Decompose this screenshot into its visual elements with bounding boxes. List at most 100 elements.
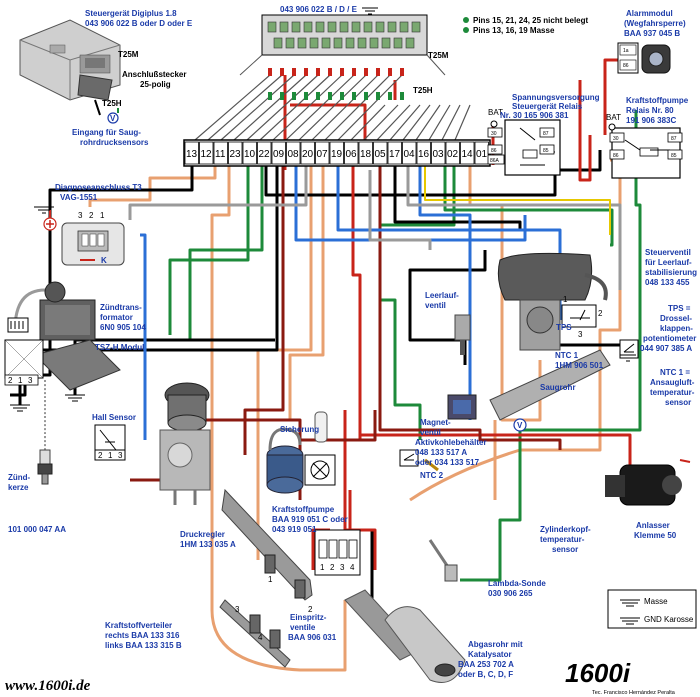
hall-sensor: 2 1 3 <box>94 424 126 461</box>
ecu-pin-label: 14 <box>462 149 474 160</box>
sv-2: für Leerlauf- <box>645 258 692 267</box>
relay2-86: 86 <box>613 153 619 159</box>
ntc2-label: NTC 2 <box>420 471 444 480</box>
t25m-left: T25M <box>118 50 139 59</box>
hall-pin-1: 1 <box>108 451 113 460</box>
inj-block-1: 1 <box>320 563 325 572</box>
saugrohr-label: Saugrohr <box>540 383 576 392</box>
ecu-pin-label: 03 <box>433 149 445 160</box>
v-label-1: V <box>110 114 116 123</box>
tps-sensor: 2 1 3 <box>561 295 603 339</box>
catalytic-converter <box>344 589 466 683</box>
ecu-pin-label: 20 <box>302 149 314 160</box>
legend: Masse GND Karosse <box>607 589 697 629</box>
tps-num-2: 2 <box>598 309 603 318</box>
ecu-pin-box <box>416 141 431 165</box>
zk-2: kerze <box>8 483 29 492</box>
ecu-pin-box <box>402 141 417 165</box>
fuel-pump <box>266 427 304 494</box>
tpsd-2: Drossel- <box>660 314 692 323</box>
ecu-pin-cell: 16 <box>416 141 431 165</box>
ntcd-4: sensor <box>665 398 691 407</box>
relay2-87: 87 <box>671 136 677 142</box>
mv-3: Aktivkohlebehälter <box>415 438 487 447</box>
ecu-pin-label: 13 <box>186 149 198 160</box>
tps-num-3: 3 <box>578 330 583 339</box>
ecu-pin-box <box>300 141 315 165</box>
ecu-pin-label: 18 <box>360 149 372 160</box>
ecu-pin-label: 02 <box>447 149 459 160</box>
alarm-title: Alarmmodul <box>626 9 673 18</box>
relay1-85: 85 <box>543 148 549 154</box>
ecu-pin-label: 09 <box>273 149 285 160</box>
ab-2: Katalysator <box>468 650 512 659</box>
ecu-pin-label: 23 <box>230 149 242 160</box>
relay2-30: 30 <box>613 136 619 142</box>
t25h-top: T25H <box>413 86 433 95</box>
ecu-pin-box <box>344 141 359 165</box>
spv-title: Spannungsversorgung <box>512 93 600 102</box>
ecu-pin-cell: 14 <box>460 141 475 165</box>
top-part: 043 906 022 B / D / E <box>280 5 358 14</box>
ecu-pin-label: 08 <box>288 149 300 160</box>
mv-4: 048 133 517 A <box>415 448 467 457</box>
relay1-pins: 30 87 86 85 86A <box>487 127 555 165</box>
ground-symbols <box>10 7 636 412</box>
ab-1: Abgasrohr mit <box>468 640 523 649</box>
diag-pin-3: 3 <box>78 211 83 220</box>
ecu-pin-box <box>373 141 388 165</box>
ecu-pin-box <box>184 141 199 165</box>
ecu-pin-cell: 10 <box>242 141 257 165</box>
tpsd-5: 044 907 385 A <box>640 344 692 353</box>
relay-fuel-pump: 30 87 86 85 BAT <box>606 113 683 179</box>
sensor-input-v: V <box>107 108 119 124</box>
ecu-pin-cell: 09 <box>271 141 286 165</box>
tps-label: TPS <box>556 323 572 332</box>
ecu-pin-label: 16 <box>418 149 430 160</box>
intake-assembly <box>489 252 611 421</box>
tsz-pin-2: 2 <box>8 376 13 385</box>
relay1-86: 86 <box>491 148 497 154</box>
labels: Steuergerät Digiplus 1.8 043 906 022 B o… <box>5 5 697 696</box>
ecu-pin-label: 06 <box>346 149 358 160</box>
ev-2: ventile <box>290 623 316 632</box>
relay1-86a: 86A <box>490 158 500 164</box>
ab-4: oder B, C, D, F <box>458 670 513 679</box>
kp-title: Kraftstoffpumpe <box>626 96 689 105</box>
ecu-pin-box <box>460 141 475 165</box>
ecu-pin-box <box>329 141 344 165</box>
ecu-pin-box <box>213 141 228 165</box>
ecu-pin-label: 11 <box>215 149 226 160</box>
relay1-30: 30 <box>491 131 497 137</box>
ecu-pin-box <box>358 141 373 165</box>
ecu-pin-label: 22 <box>259 149 271 160</box>
hall-label: Hall Sensor <box>92 413 136 422</box>
inj-num-2: 2 <box>308 605 313 614</box>
connector-plug <box>77 74 113 116</box>
zyl-1: Zylinderkopf- <box>540 525 591 534</box>
ecu-pin-cell: 23 <box>228 141 243 165</box>
ntc1-part: 1HM 906 501 <box>555 361 604 370</box>
pins-mass: Pins 13, 16, 19 Masse <box>473 26 555 35</box>
pins-bullet-2 <box>463 27 469 33</box>
zk-1: Zünd- <box>8 473 31 482</box>
sv-3: stabilisierung <box>645 268 697 277</box>
ecu-pin-box <box>228 141 243 165</box>
t25h-left: T25H <box>102 99 122 108</box>
ecu-pin-cell: 22 <box>257 141 272 165</box>
sensor-in-2: rohrdrucksensors <box>80 138 149 147</box>
pin-terminals-top <box>268 68 404 76</box>
conn-title: Anschlußstecker <box>122 70 186 79</box>
diag-pin-2: 2 <box>89 211 94 220</box>
ecu-pin-cell: 08 <box>286 141 301 165</box>
relay2-85: 85 <box>671 153 677 159</box>
ntcd-3: temperatur- <box>650 388 695 397</box>
ntcd-2: Ansaugluft- <box>650 378 695 387</box>
ntcd-1: NTC 1 = <box>660 368 690 377</box>
ecu-title: Steuergerät Digiplus 1.8 <box>85 9 177 18</box>
ecu-pin-cell: 12 <box>199 141 214 165</box>
legend-masse: Masse <box>644 597 668 606</box>
tps-num-1: 1 <box>563 295 568 304</box>
